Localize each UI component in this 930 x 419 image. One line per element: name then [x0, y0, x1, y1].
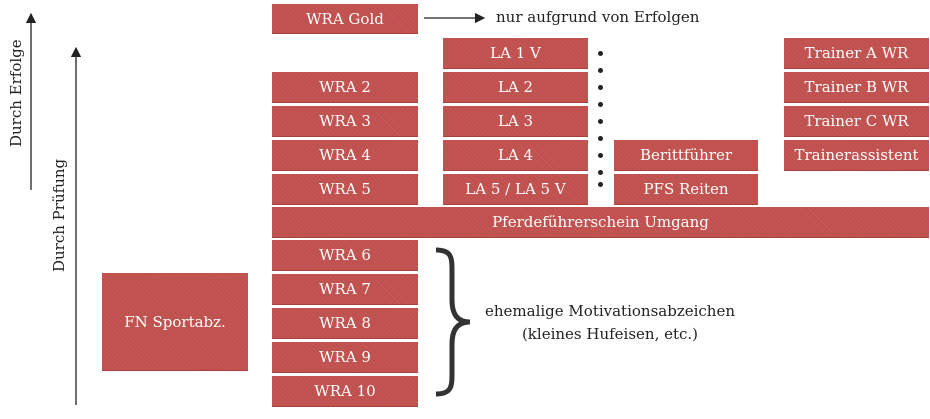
pferdefuehrerschein-bar: Pferdeführerschein Umgang — [272, 207, 929, 238]
trainer-b-box: Trainer B WR — [784, 72, 929, 103]
wra-9-box: WRA 9 — [272, 342, 418, 373]
separator-dot — [598, 51, 603, 56]
wra-gold-box: WRA Gold — [272, 4, 418, 34]
separator-dot — [598, 170, 603, 175]
gold-note: nur aufgrund von Erfolgen — [496, 8, 700, 26]
trainer-c-box: Trainer C WR — [784, 106, 929, 137]
note-lower-line2: (kleines Hufeisen, etc.) — [521, 325, 699, 343]
wra-5-box: WRA 5 — [272, 174, 418, 205]
axis-label-exam: Durch Prüfung — [50, 158, 68, 272]
berittfuehrer-box: Berittführer — [614, 140, 758, 171]
separator-dot — [598, 182, 603, 187]
note-lower-line1: ehemalige Motivationsabzeichen — [485, 302, 735, 320]
separator-dot — [598, 153, 603, 158]
trainer-a-box: Trainer A WR — [784, 38, 929, 69]
separator-dot — [598, 102, 603, 107]
wra-6-box: WRA 6 — [272, 240, 418, 271]
wra-2-box: WRA 2 — [272, 72, 418, 103]
wra-4-box: WRA 4 — [272, 140, 418, 171]
la-2-box: LA 2 — [443, 72, 588, 103]
wra-10-box: WRA 10 — [272, 376, 418, 407]
wra-8-box: WRA 8 — [272, 308, 418, 339]
la-4-box: LA 4 — [443, 140, 588, 171]
separator-dot — [598, 85, 603, 90]
curly-brace — [435, 247, 471, 397]
la-5-box: LA 5 / LA 5 V — [443, 174, 588, 205]
separator-dot — [598, 68, 603, 73]
fn-sportabz-box: FN Sportabz. — [102, 273, 248, 371]
separator-dot — [598, 119, 603, 124]
la-1v-box: LA 1 V — [443, 38, 588, 69]
axis-label-success: Durch Erfolge — [7, 39, 25, 147]
la-3-box: LA 3 — [443, 106, 588, 137]
trainerassistent-box: Trainerassistent — [784, 140, 929, 171]
wra-3-box: WRA 3 — [272, 106, 418, 137]
separator-dot — [598, 136, 603, 141]
wra-7-box: WRA 7 — [272, 274, 418, 305]
pfs-reiten-box: PFS Reiten — [614, 174, 758, 205]
